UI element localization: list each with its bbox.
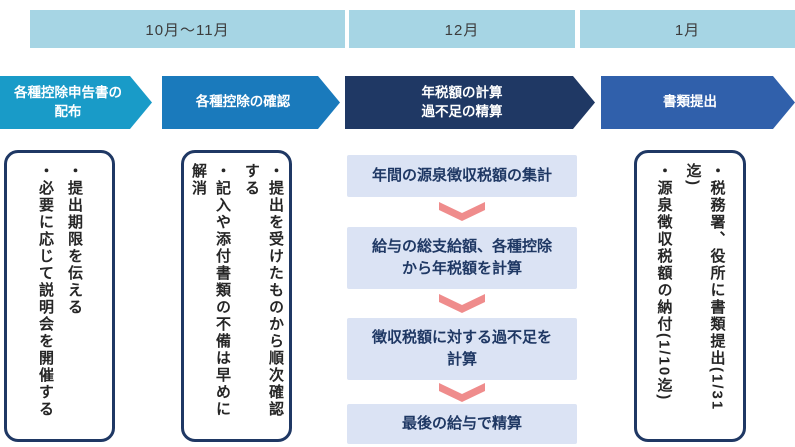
- timeline-bar-jan: 1月: [580, 10, 795, 48]
- timeline-bar-label: 1月: [674, 21, 701, 39]
- process-box-calculate-difference: 徴収税額に対する過不足を 計算: [347, 318, 577, 380]
- timeline-bar-dec: 12月: [349, 10, 575, 48]
- step-label: 年税額の計算 過不足の精算: [421, 84, 503, 119]
- note-item: ・税務署、役所に書類提出(1/31迄): [684, 163, 726, 412]
- note-box-submission: ・税務署、役所に書類提出(1/31迄) ・源泉徴収税額の納付(1/10迄): [634, 150, 746, 442]
- step-arrow-calculation: 年税額の計算 過不足の精算: [345, 76, 595, 129]
- note-item: ・記入や添付書類の不備は早めに解消: [190, 163, 231, 418]
- note-item: ・提出を受けたものから順次確認する: [243, 163, 284, 418]
- process-box-aggregate-withholding: 年間の源泉徴収税額の集計: [347, 155, 577, 197]
- step-arrow-submission: 書類提出: [601, 76, 795, 129]
- note-body: ・提出期限を伝える ・必要に応じて説明会を開催する: [28, 163, 91, 429]
- note-body: ・税務署、役所に書類提出(1/31迄) ・源泉徴収税額の納付(1/10迄): [647, 163, 734, 429]
- process-box-label: 年間の源泉徴収税額の集計: [371, 166, 552, 184]
- note-item: ・提出期限を伝える: [66, 163, 83, 316]
- down-arrow-icon: [439, 383, 485, 402]
- note-item: ・必要に応じて説明会を開催する: [37, 163, 54, 418]
- timeline-bar-label: 10月〜11月: [145, 21, 230, 39]
- process-box-settle-final-payroll: 最後の給与で精算: [347, 404, 577, 444]
- process-box-label: 最後の給与で精算: [401, 414, 522, 432]
- process-box-label: 徴収税額に対する過不足を 計算: [371, 328, 552, 369]
- step-arrow-distribution: 各種控除申告書の 配布: [0, 76, 152, 129]
- note-body: ・提出を受けたものから順次確認する ・記入や添付書類の不備は早めに解消: [184, 163, 289, 429]
- down-arrow-icon: [439, 294, 485, 313]
- down-arrow-icon: [439, 202, 485, 221]
- step-label: 書類提出: [663, 94, 717, 110]
- process-box-calculate-annual-tax: 給与の総支給額、各種控除 から年税額を計算: [347, 227, 577, 289]
- timeline-bar-oct-nov: 10月〜11月: [30, 10, 345, 48]
- process-box-label: 給与の総支給額、各種控除 から年税額を計算: [371, 237, 552, 278]
- note-box-confirmation: ・提出を受けたものから順次確認する ・記入や添付書類の不備は早めに解消: [181, 150, 292, 442]
- step-label: 各種控除の確認: [195, 94, 291, 110]
- note-item: ・源泉徴収税額の納付(1/10迄): [655, 163, 673, 402]
- step-arrow-confirmation: 各種控除の確認: [162, 76, 340, 129]
- note-box-distribution: ・提出期限を伝える ・必要に応じて説明会を開催する: [4, 150, 115, 442]
- timeline-bar-label: 12月: [444, 21, 480, 39]
- step-label: 各種控除申告書の 配布: [14, 84, 122, 119]
